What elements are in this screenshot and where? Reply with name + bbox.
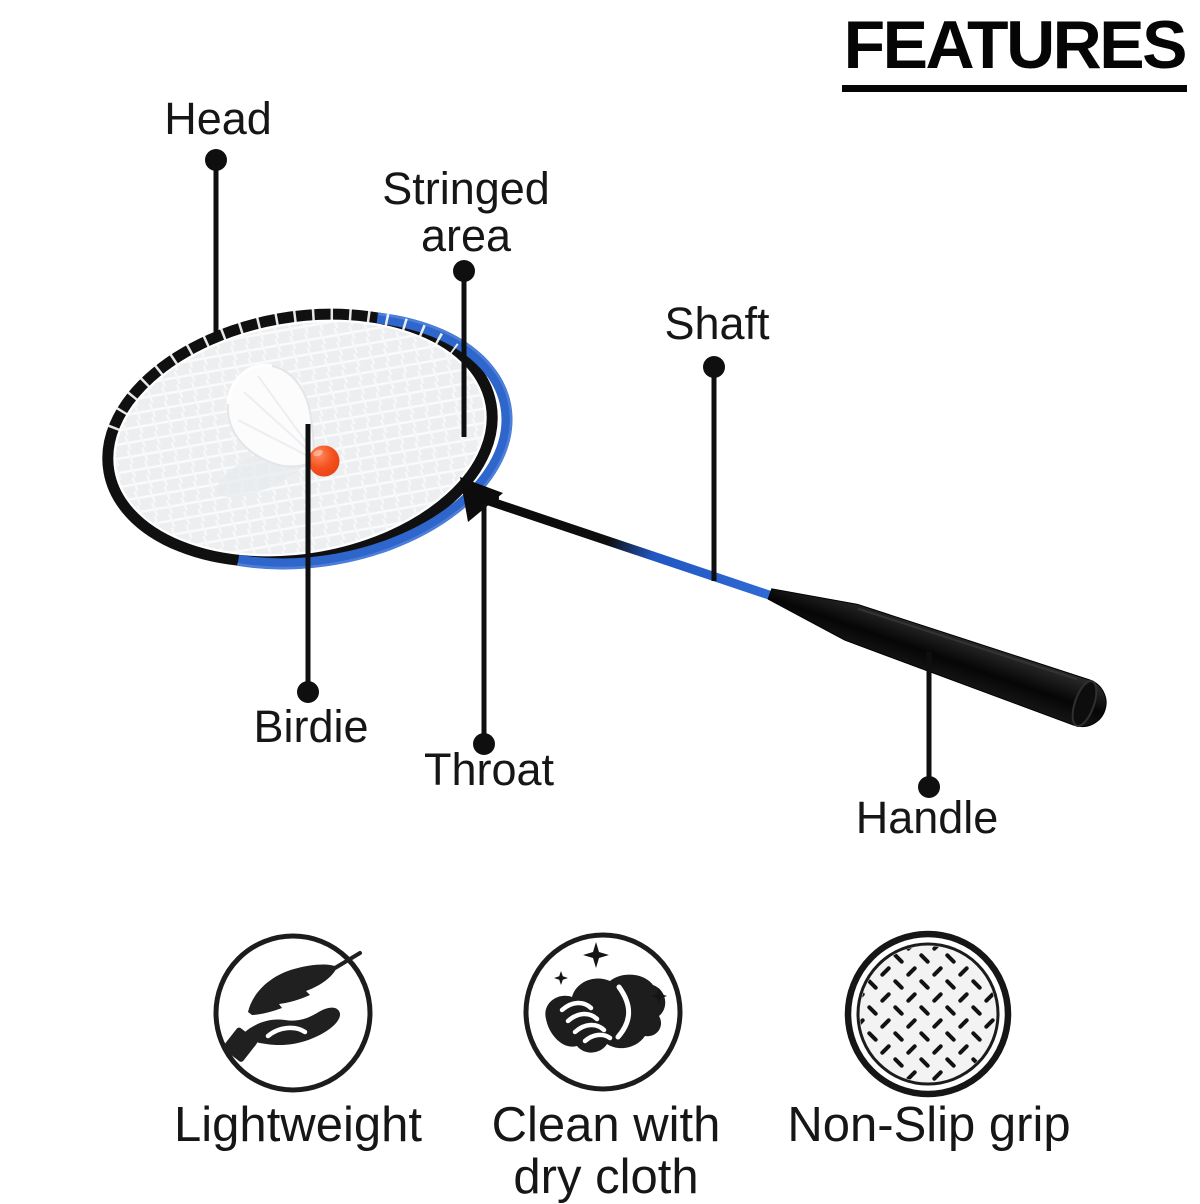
part-label-birdie: Birdie — [253, 701, 369, 752]
shuttlecock-ball — [308, 445, 340, 477]
racket-handle — [767, 588, 1107, 728]
feature-label-clean-with-dry-cloth: Clean with dry cloth — [491, 1098, 721, 1204]
leader-dot-stringed-area — [453, 260, 475, 282]
handle-butt-cap — [1071, 680, 1098, 727]
leader-dot-head — [205, 149, 227, 171]
part-label-handle: Handle — [855, 792, 999, 843]
part-label-stringed-area: Stringed area — [382, 163, 550, 261]
feature-label-non-slip-grip: Non-Slip grip — [787, 1098, 1071, 1152]
part-label-throat: Throat — [423, 744, 555, 795]
leader-dot-throat — [473, 733, 495, 755]
shuttlecock — [217, 363, 340, 498]
feature-label-lightweight: Lightweight — [174, 1098, 422, 1152]
leader-dot-handle — [918, 776, 940, 798]
racket-throat — [460, 477, 503, 522]
diamond-plate-icon — [844, 930, 1012, 1098]
leader-dot-shaft — [703, 356, 725, 378]
leader-dot-birdie — [297, 681, 319, 703]
leader-lines — [213, 160, 932, 787]
cloth-wipe-icon — [523, 932, 683, 1092]
page-title: FEATURES — [841, 9, 1188, 93]
racket-shaft — [487, 496, 774, 601]
racket-frame-blue-arc — [237, 312, 513, 570]
sparkle-stars — [554, 942, 667, 1004]
part-label-shaft: Shaft — [664, 298, 770, 349]
feather-in-hand-icon — [213, 933, 373, 1093]
part-label-head: Head — [164, 93, 272, 144]
feather-shape — [248, 964, 337, 1015]
leader-dots — [205, 149, 940, 798]
